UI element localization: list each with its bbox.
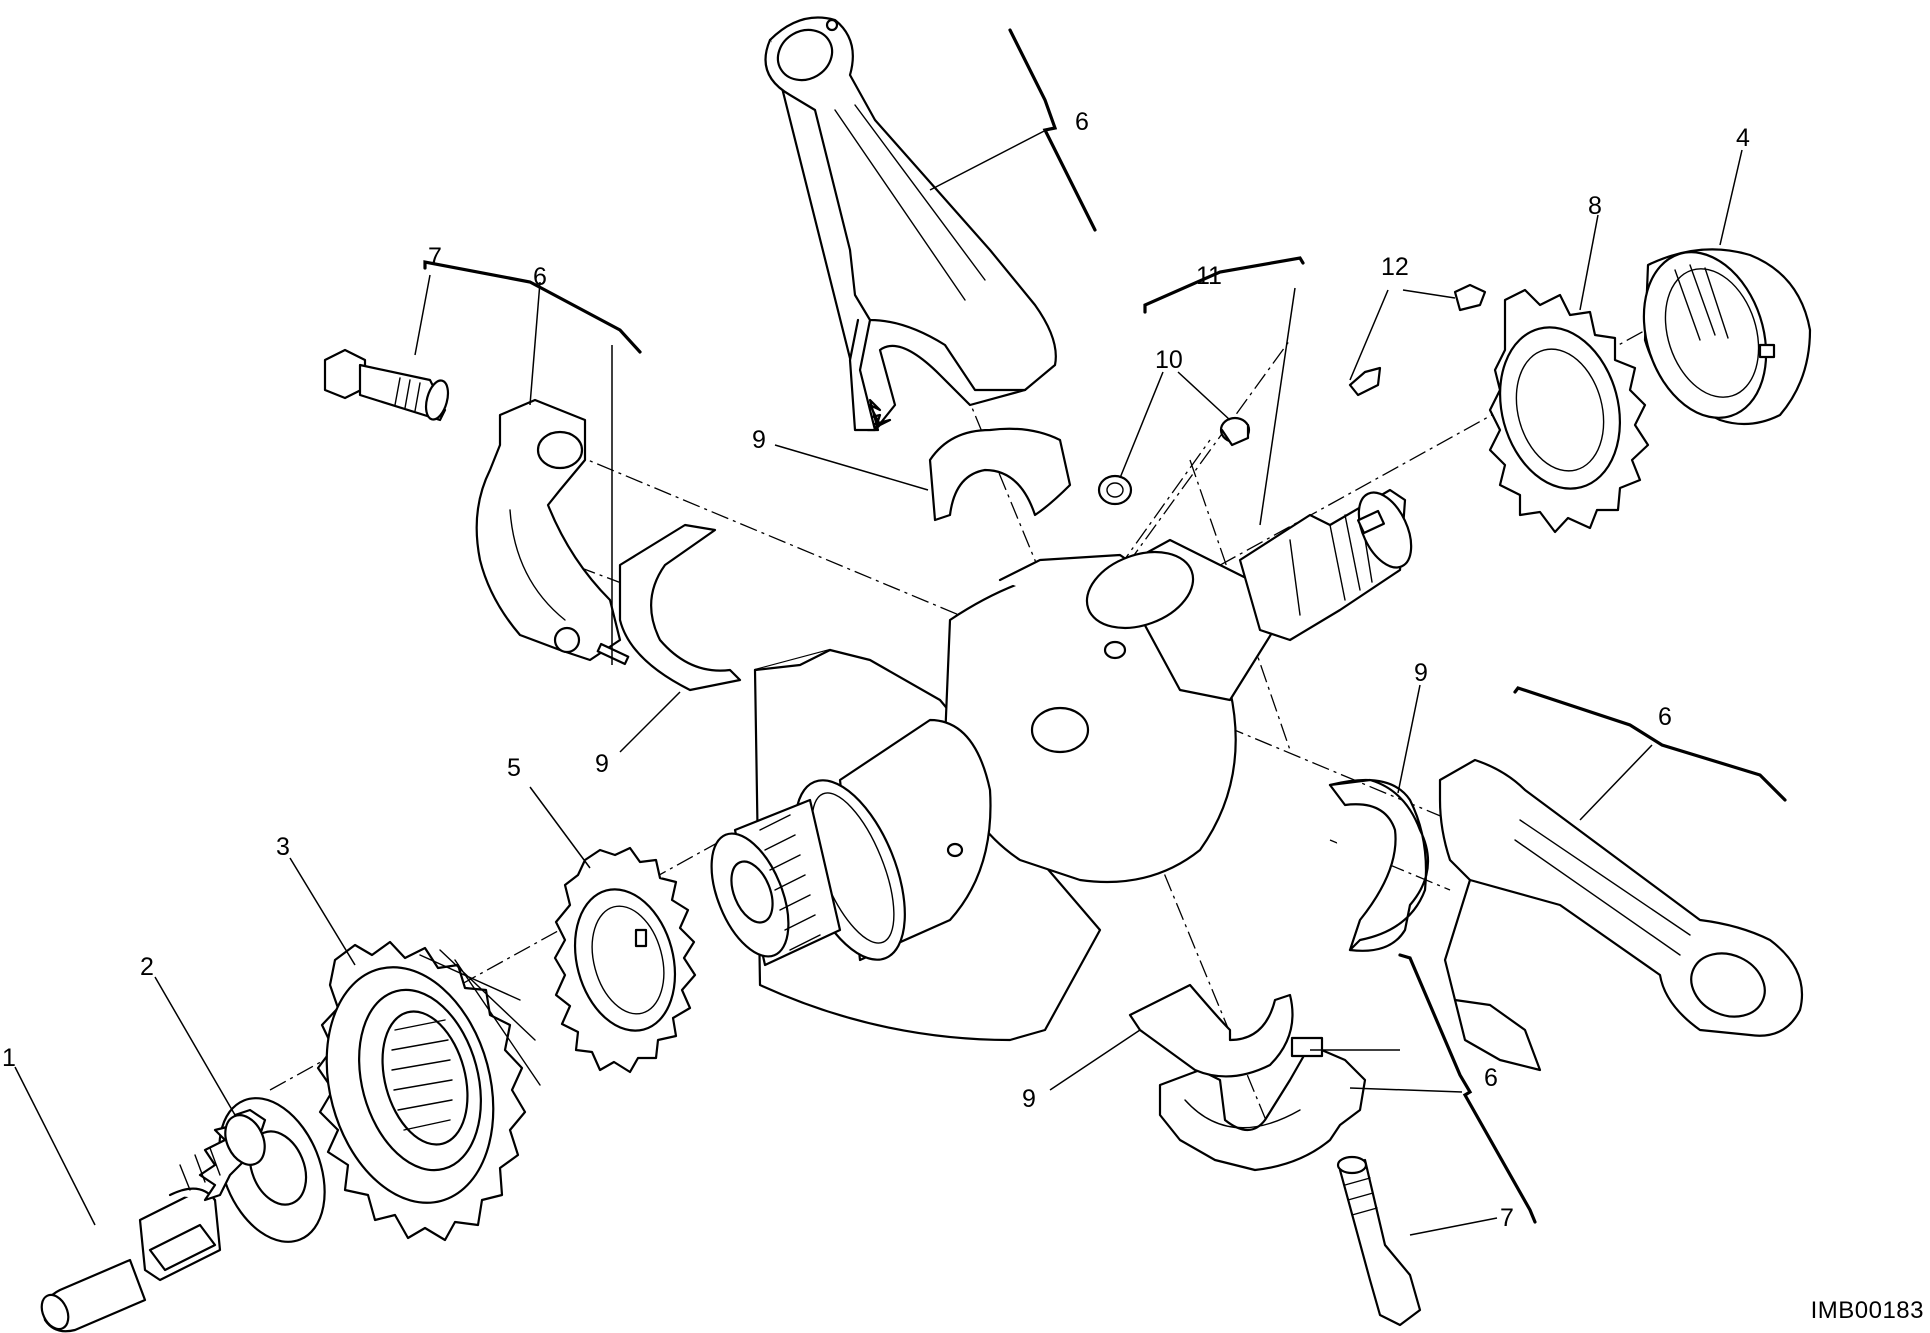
callout-6-bottom: 6 [1484,1064,1498,1092]
callout-4: 4 [1736,124,1750,152]
callout-1: 1 [2,1044,16,1072]
callout-6-top: 6 [1075,108,1089,136]
ring-nut-icon [1642,248,1812,426]
callout-7-bottom: 7 [1500,1204,1514,1232]
callout-8: 8 [1588,192,1602,220]
callout-5: 5 [507,754,521,782]
callout-6-right: 6 [1658,703,1672,731]
rod-cap-bottom-icon [1158,1036,1367,1172]
callout-10: 10 [1155,346,1183,374]
callout-6-left: 6 [533,263,547,291]
plug-screw-icon [1097,416,1251,506]
bearing-shell-left-icon [618,523,742,692]
bearing-shell-bottom-icon [1128,983,1294,1078]
callout-7-left: 7 [428,243,442,271]
bearing-shell-right-icon [1328,778,1430,952]
callout-9-bottom: 9 [1022,1085,1036,1113]
key-icon [1348,283,1487,397]
callout-3: 3 [276,833,290,861]
connecting-rod-top-icon [764,16,1057,432]
leader-lines [14,127,1743,1236]
crankshaft-icon [710,488,1413,1042]
grouping-brackets [423,28,1787,1224]
callout-9-left: 9 [595,750,609,778]
connecting-rod-right-icon [1438,758,1804,1072]
timing-gear-icon [553,846,697,1074]
flange-bolt-icon [40,1108,267,1333]
sprocket-gear-icon [1488,288,1650,534]
bearing-shell-top-icon [928,427,1072,522]
callout-9-top: 9 [752,426,766,454]
primary-drive-gear-icon [316,940,541,1242]
rod-cap-left-icon [475,398,630,666]
rod-bolt-left-icon [323,348,450,422]
callout-labels: 1 2 3 4 5 6 6 6 6 7 7 8 9 9 9 9 10 11 12 [2,108,1750,1232]
callout-9-right: 9 [1414,659,1428,687]
rod-bolt-bottom-icon [1336,1155,1422,1327]
callout-12: 12 [1381,253,1409,281]
diagram-reference-code: IMB00183 [1810,1297,1924,1324]
callout-11: 11 [1196,262,1222,290]
callout-2: 2 [140,953,154,981]
